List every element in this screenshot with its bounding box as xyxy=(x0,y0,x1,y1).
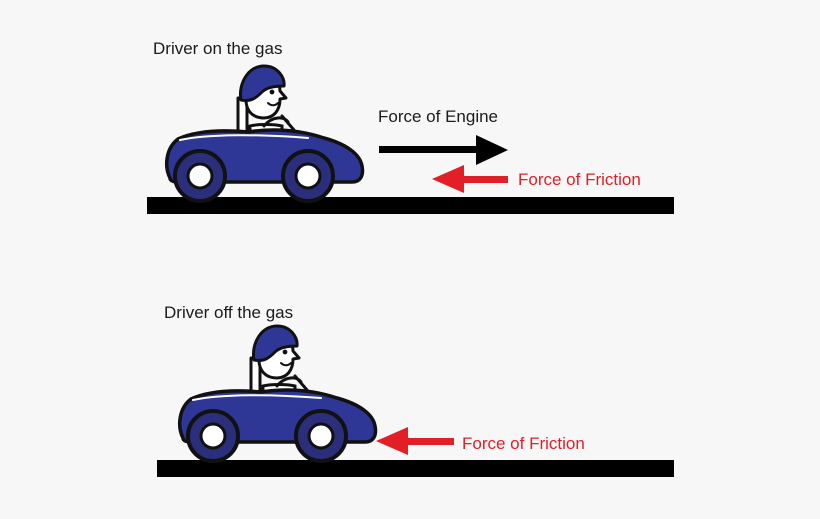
label-force-of-friction-2: Force of Friction xyxy=(462,434,585,453)
force-of-engine-arrow xyxy=(379,135,508,165)
label-force-of-friction-1: Force of Friction xyxy=(518,170,641,189)
label-force-of-engine: Force of Engine xyxy=(378,107,499,126)
road-2 xyxy=(157,460,674,477)
road-1 xyxy=(147,197,674,214)
caption-driver-off-gas: Driver off the gas xyxy=(164,303,294,322)
force-of-friction-arrow-2 xyxy=(376,427,454,455)
car-1 xyxy=(164,64,365,203)
caption-driver-on-gas: Driver on the gas xyxy=(153,39,283,58)
car-2 xyxy=(177,324,378,463)
force-of-friction-arrow-1 xyxy=(432,165,508,193)
